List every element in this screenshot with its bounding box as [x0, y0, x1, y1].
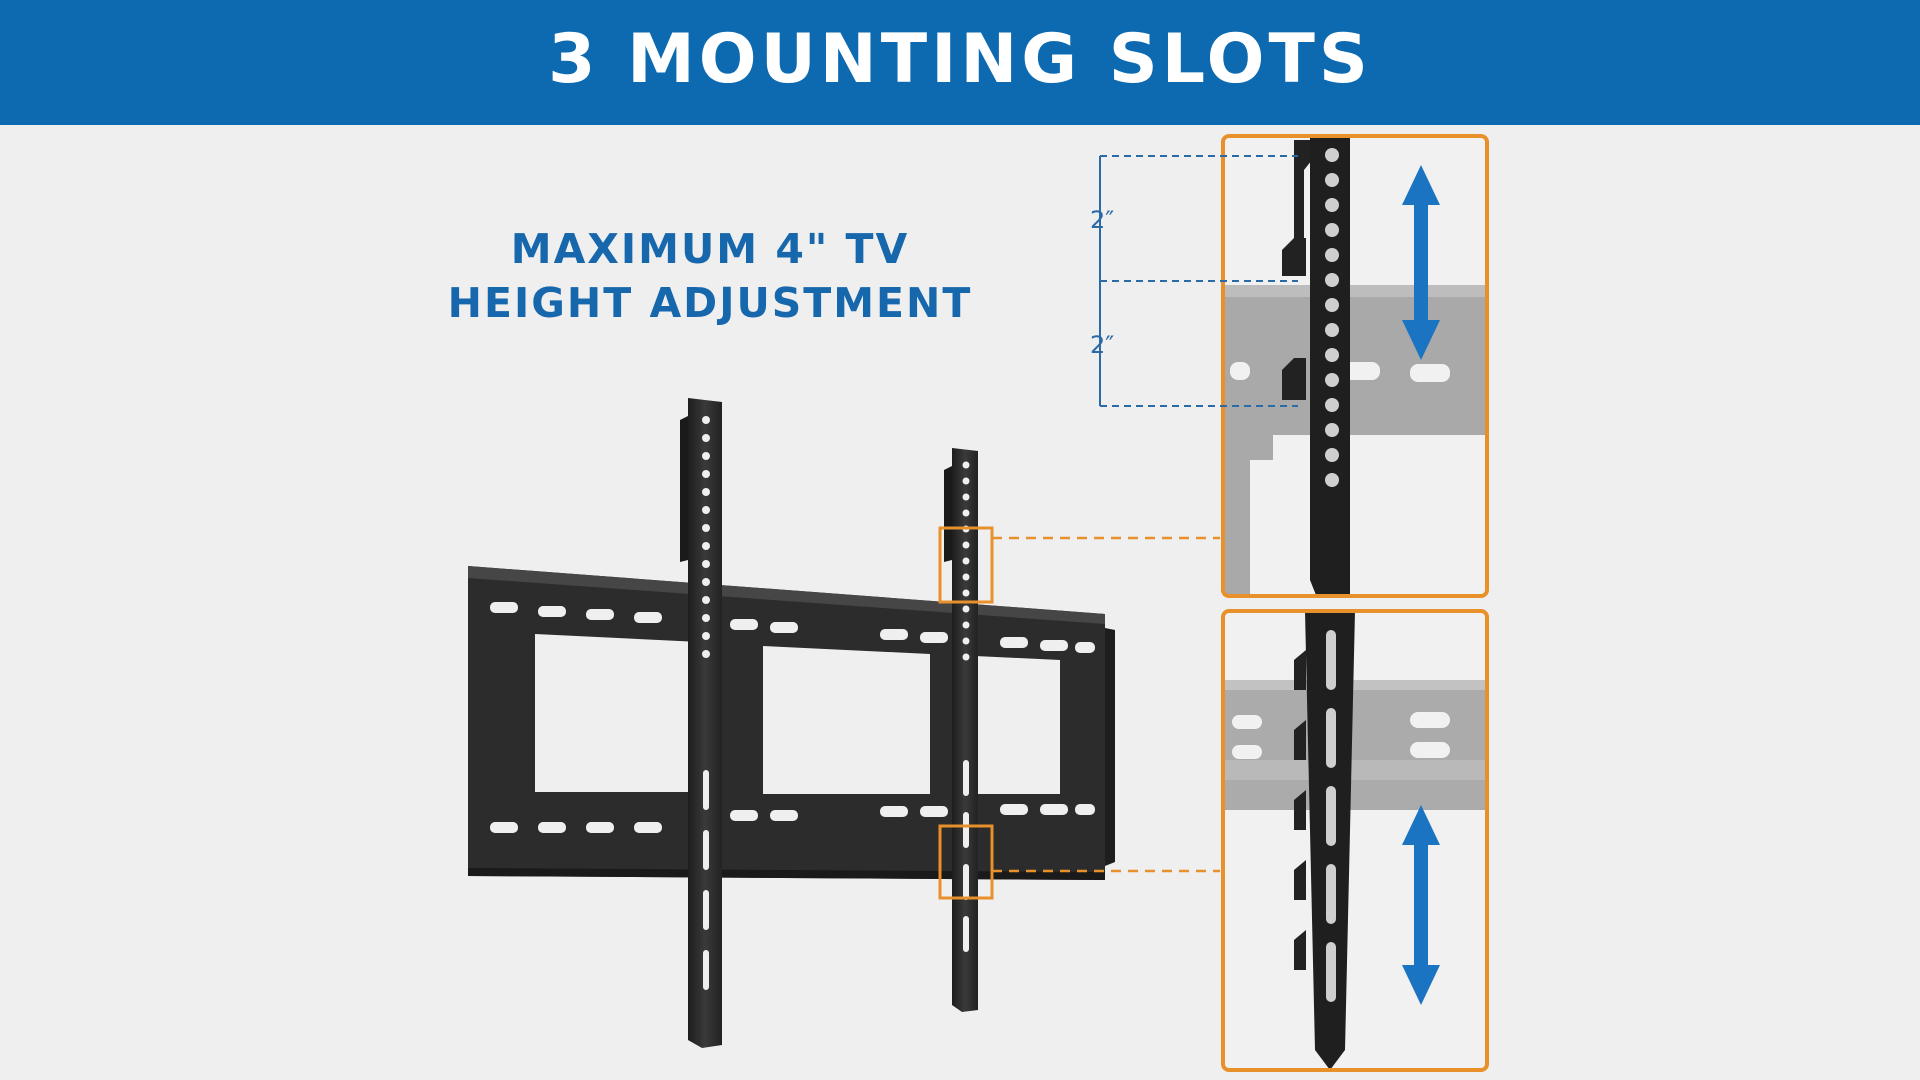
vertical-adjust-arrow-bottom: [1402, 805, 1440, 1005]
title-banner: 3 MOUNTING SLOTS: [0, 0, 1920, 125]
top-zoom-panel: [1221, 134, 1489, 598]
bottom-zoom-panel: [1221, 609, 1489, 1072]
lower-slot-highlight: [938, 824, 994, 900]
vertical-adjust-arrow-top: [1402, 165, 1440, 360]
dimension-indicator: [1099, 155, 1298, 407]
heading-line-2: HEIGHT ADJUSTMENT: [447, 279, 973, 327]
dimension-label-upper: 2″: [1090, 206, 1115, 234]
upper-slot-highlight: [938, 526, 994, 604]
heading-line-1: MAXIMUM 4" TV: [510, 225, 910, 273]
banner-title: 3 MOUNTING SLOTS: [548, 20, 1372, 99]
left-tv-arm: [680, 398, 722, 1048]
dimension-label-lower: 2″: [1090, 331, 1115, 359]
wall-mount-bracket: [468, 398, 1115, 1048]
height-adjustment-heading: MAXIMUM 4" TV HEIGHT ADJUSTMENT: [440, 222, 980, 330]
